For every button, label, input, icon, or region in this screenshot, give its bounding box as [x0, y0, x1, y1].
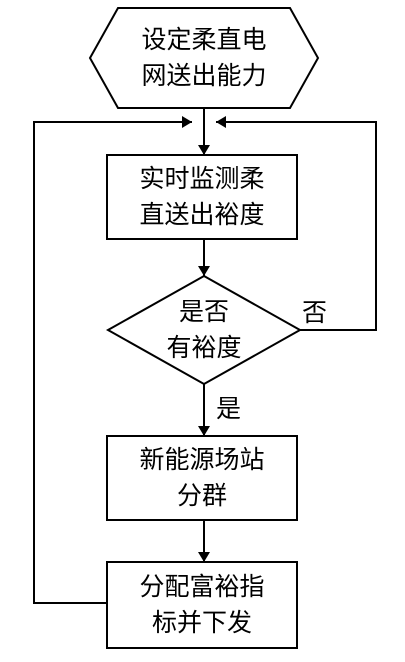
cluster-node-text: 新能源场站 分群	[107, 442, 297, 514]
dispatch-node-text: 分配富裕指 标并下发	[107, 569, 297, 641]
edge-dispatch-loop	[33, 116, 192, 604]
cluster-box	[106, 435, 298, 521]
start-node-text: 设定柔直电 网送出能力	[104, 22, 304, 94]
dispatch-box	[106, 561, 298, 649]
monitor-node-text: 实时监测柔 直送出裕度	[107, 161, 297, 233]
dispatch-node-line-1: 分配富裕指	[139, 572, 265, 601]
start-hexagon	[88, 7, 320, 109]
monitor-node-line-1: 实时监测柔	[139, 164, 265, 193]
monitor-box	[106, 154, 298, 240]
start-node-line-1: 设定柔直电	[141, 25, 267, 54]
edge-no-loop	[216, 116, 377, 331]
monitor-node-line-2: 直送出裕度	[139, 200, 265, 229]
cluster-node-line-2: 分群	[176, 481, 227, 510]
yes-edge-label: 是	[216, 394, 242, 423]
cluster-node-line-1: 新能源场站	[139, 445, 265, 474]
start-node-line-2: 网送出能力	[141, 61, 267, 90]
no-edge-label: 否	[302, 298, 328, 327]
decision-node-line-2: 有裕度	[166, 333, 242, 362]
decision-node-text: 是否 有裕度	[134, 294, 274, 366]
decision-node-line-1: 是否	[178, 297, 229, 326]
dispatch-node-line-2: 标并下发	[151, 608, 252, 637]
